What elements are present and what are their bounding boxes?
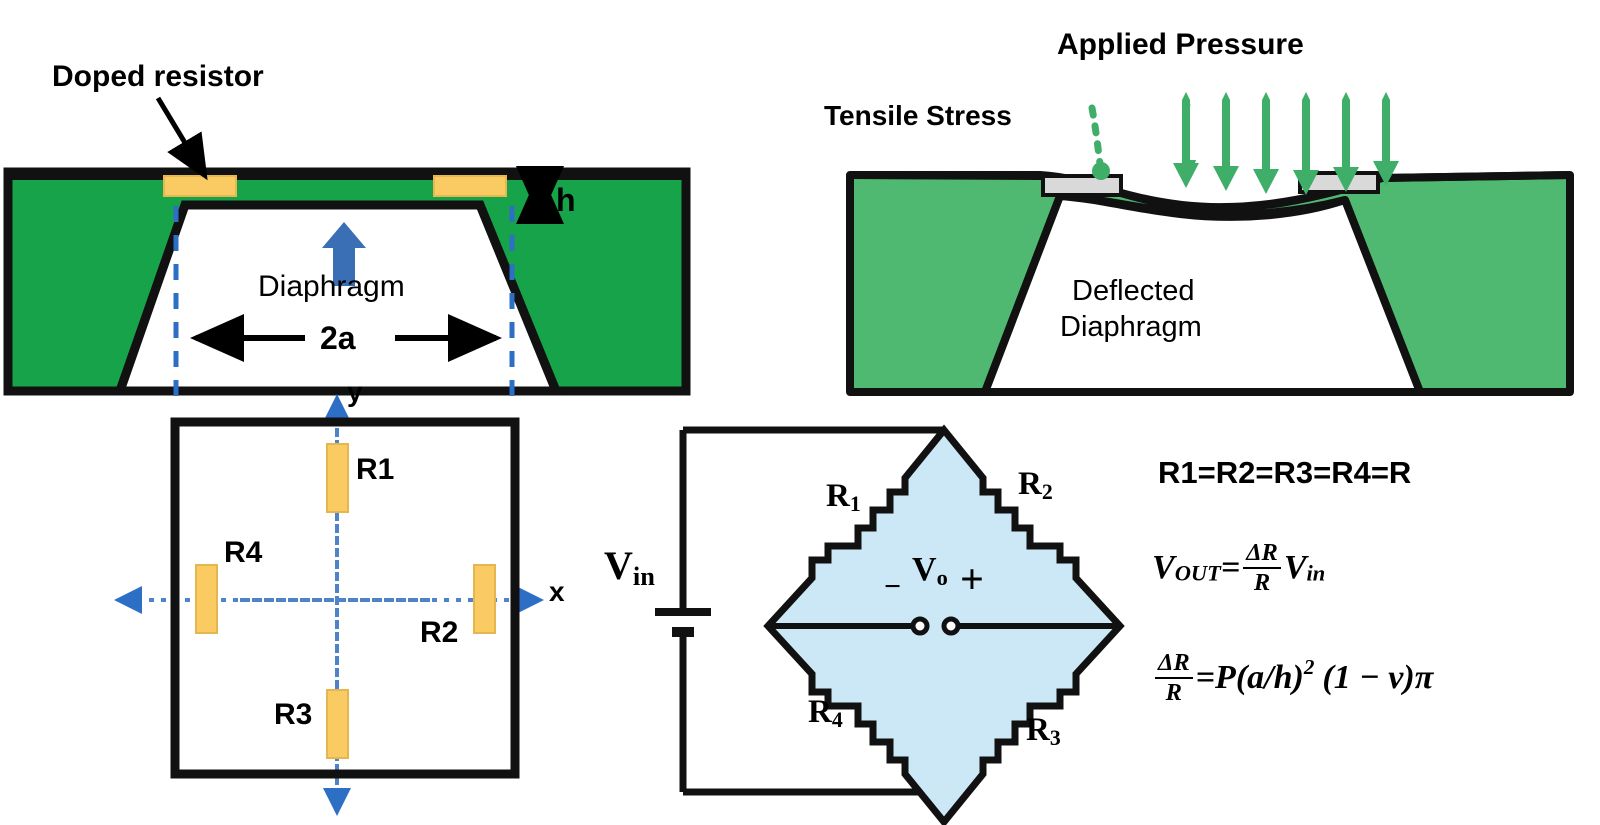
equation-delta-r: ΔR R =P(a/h)2 (1 − ν)π (1152, 650, 1433, 705)
bridge-output-label: Vo (912, 551, 948, 591)
tensile-stress-leader (1088, 104, 1104, 168)
eq-vout-rhs-sub: in (1306, 560, 1326, 586)
resistor-bar-r1[interactable] (326, 443, 349, 513)
eq-dr-fraction: ΔR R (1155, 650, 1193, 705)
bridge-arm-r3-symbol: R (1026, 712, 1050, 748)
bridge-arm-r2-subscript: 2 (1041, 479, 1053, 504)
bridge-arm-r1-symbol: R (826, 478, 850, 514)
deflection-direction-arrow (322, 222, 366, 286)
bridge-source-label: Vin (604, 542, 655, 592)
bridge-output-terminal-minus[interactable] (910, 616, 930, 636)
width-dimension-label: 2a (320, 320, 356, 356)
top-view-panel (114, 394, 544, 816)
eq-vout-frac-num: ΔR (1243, 540, 1281, 569)
eq-vout-fraction: ΔR R (1243, 540, 1281, 595)
bridge-output-plus: + (960, 557, 984, 603)
wheatstone-bridge-panel (655, 424, 1125, 825)
eq-vout-lhs: V (1152, 548, 1175, 586)
diaphragm-square-outline (170, 417, 520, 779)
diaphragm-label: Diaphragm (258, 270, 405, 303)
axis-label-x: x (549, 576, 565, 607)
eq-vout-frac-den: R (1253, 568, 1271, 596)
pressure-arrow-group (1173, 92, 1399, 195)
tensile-stress-label: Tensile Stress (824, 100, 1012, 131)
eq-dr-exponent: 2 (1303, 654, 1315, 679)
thickness-dimension-label: h (556, 182, 576, 218)
doped-resistor-pad-right (433, 175, 507, 197)
eq-dr-equals: = (1195, 658, 1216, 696)
resistor-bar-r3[interactable] (326, 689, 349, 759)
tensile-stress-dot (1092, 162, 1110, 180)
bridge-arm-r4-subscript: 4 (831, 707, 843, 732)
eq-dr-tail: (1 − ν)π (1322, 658, 1434, 696)
bridge-output-minus: − (884, 570, 902, 603)
doped-resistor-leader-arrow (155, 96, 208, 181)
bridge-source-symbol: V (604, 543, 633, 588)
deflected-diaphragm-panel (846, 92, 1574, 396)
metal-pad-left (1041, 174, 1123, 197)
bridge-output-symbol: V (912, 551, 937, 588)
resistor-bar-r4[interactable] (195, 564, 218, 634)
bridge-arm-label-r1: R1 (826, 478, 861, 517)
applied-pressure-label: Applied Pressure (1057, 28, 1304, 61)
bridge-source-subscript: in (632, 560, 655, 591)
bridge-output-terminal-plus[interactable] (941, 616, 961, 636)
bridge-arm-label-r2: R2 (1018, 466, 1053, 505)
deflected-cavity (981, 192, 1424, 396)
bridge-arm-r2-symbol: R (1018, 466, 1042, 502)
equation-vout: VOUT= ΔR R Vin (1152, 540, 1325, 595)
bridge-arm-r1-subscript: 1 (849, 491, 861, 516)
eq-dr-rhs: P(a/h) (1215, 658, 1304, 696)
eq-dr-frac-num: ΔR (1155, 650, 1193, 679)
eq-vout-lhs-sub: OUT (1174, 560, 1221, 586)
doped-resistor-label: Doped resistor (52, 60, 264, 93)
deflected-diaphragm-label-line1: Deflected (1072, 275, 1195, 307)
deflected-diaphragm-label-line2: Diaphragm (1060, 311, 1202, 343)
bridge-arm-r4-symbol: R (808, 694, 832, 730)
resistor-bar-r2[interactable] (473, 564, 496, 634)
doped-resistor-pad-left (163, 175, 237, 197)
bridge-arm-r3-subscript: 3 (1049, 725, 1061, 750)
eq-dr-frac-den: R (1165, 678, 1182, 706)
bridge-output-subscript: o (936, 564, 948, 590)
axis-label-y: y (347, 376, 363, 407)
eq-vout-equals: = (1220, 548, 1241, 586)
cross-section-panel (3, 96, 691, 404)
resistor-label-r4: R4 (224, 536, 263, 569)
bridge-arm-label-r3: R3 (1026, 712, 1061, 751)
resistor-label-r2: R2 (420, 616, 459, 649)
resistor-label-r1: R1 (356, 453, 395, 486)
equation-resistance-equality: R1=R2=R3=R4=R (1158, 455, 1412, 490)
eq-vout-rhs: V (1283, 548, 1307, 586)
bridge-arm-label-r4: R4 (808, 694, 843, 733)
resistor-label-r3: R3 (274, 698, 313, 731)
